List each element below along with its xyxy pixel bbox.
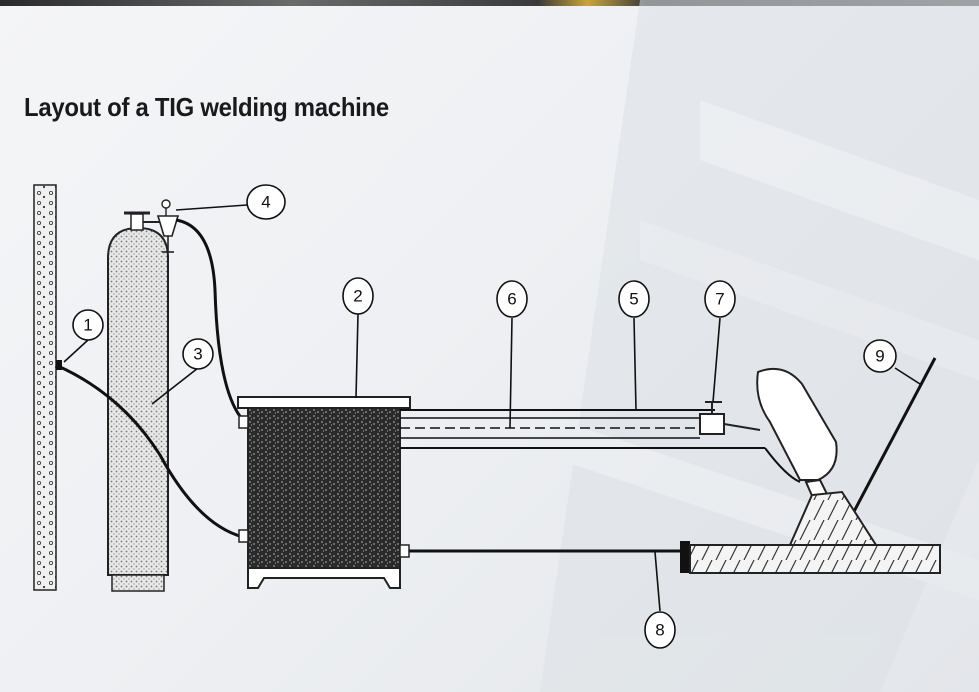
work-clamp — [680, 541, 690, 573]
svg-text:3: 3 — [193, 345, 202, 364]
earth-cable — [57, 364, 244, 539]
svg-text:6: 6 — [507, 290, 516, 309]
callout-9: 9 — [863, 339, 897, 373]
svg-text:5: 5 — [629, 290, 638, 309]
ground-wall — [33, 184, 57, 591]
background-stripes — [540, 0, 979, 692]
callout-3: 3 — [182, 338, 214, 370]
svg-text:1: 1 — [83, 316, 92, 335]
gas-cylinder — [107, 211, 169, 592]
gas-hose — [175, 218, 245, 421]
callout-5: 5 — [618, 280, 650, 318]
callout-6: 6 — [496, 280, 528, 318]
callout-2: 2 — [342, 277, 374, 315]
torch-hose — [400, 409, 765, 449]
svg-text:4: 4 — [261, 193, 270, 212]
callout-4: 4 — [246, 184, 286, 220]
callout-1: 1 — [72, 309, 104, 341]
page-title: Layout of a TIG welding machine — [24, 92, 389, 122]
workpiece — [689, 544, 941, 574]
callout-8: 8 — [644, 611, 676, 649]
callout-7: 7 — [704, 280, 736, 318]
top-banner-strip — [0, 0, 979, 6]
wall-connector — [56, 360, 62, 370]
regulator-valve — [156, 199, 180, 253]
svg-text:7: 7 — [715, 290, 724, 309]
svg-text:2: 2 — [353, 287, 362, 306]
filler-rod — [838, 357, 937, 539]
svg-text:9: 9 — [875, 347, 884, 366]
leader-lines — [63, 204, 921, 612]
svg-text:8: 8 — [655, 621, 664, 640]
power-source — [237, 396, 411, 589]
